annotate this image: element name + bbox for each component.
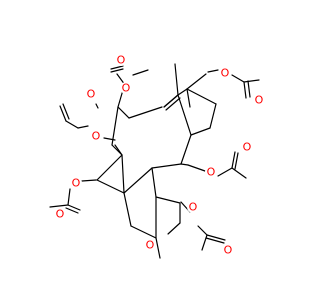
oxygen-atom: O — [222, 244, 234, 257]
svg-text:O: O — [207, 166, 216, 179]
double-bonds — [59, 65, 251, 244]
svg-text:O: O — [92, 130, 101, 143]
bond-lines — [49, 63, 260, 259]
svg-text:O: O — [72, 177, 81, 190]
oxygen-atom: O — [253, 94, 265, 107]
oxygen-atom: O — [241, 141, 253, 154]
oxygen-atom: O — [120, 82, 132, 95]
svg-text:O: O — [146, 239, 155, 252]
oxygen-atom: O — [70, 177, 82, 190]
oxygen-atom: O — [205, 166, 217, 179]
svg-text:O: O — [189, 201, 198, 214]
svg-text:O: O — [243, 141, 252, 154]
svg-text:O: O — [87, 88, 96, 101]
oxygen-atom: O — [90, 130, 102, 143]
oxygen-atom: O — [115, 54, 127, 67]
svg-text:O: O — [255, 94, 264, 107]
chemical-structure: O O O O O O O O — [49, 54, 265, 259]
svg-text:O: O — [224, 244, 233, 257]
oxygen-atom: O — [54, 208, 66, 221]
svg-text:O: O — [56, 208, 65, 221]
oxygen-labels: O O O O O O O O — [54, 54, 265, 257]
oxygen-atom: O — [85, 88, 97, 101]
svg-text:O: O — [117, 54, 126, 67]
oxygen-atom: O — [187, 201, 199, 214]
svg-text:O: O — [221, 67, 230, 80]
oxygen-atom: O — [219, 67, 231, 80]
svg-text:O: O — [122, 82, 131, 95]
oxygen-atom: O — [144, 239, 156, 252]
